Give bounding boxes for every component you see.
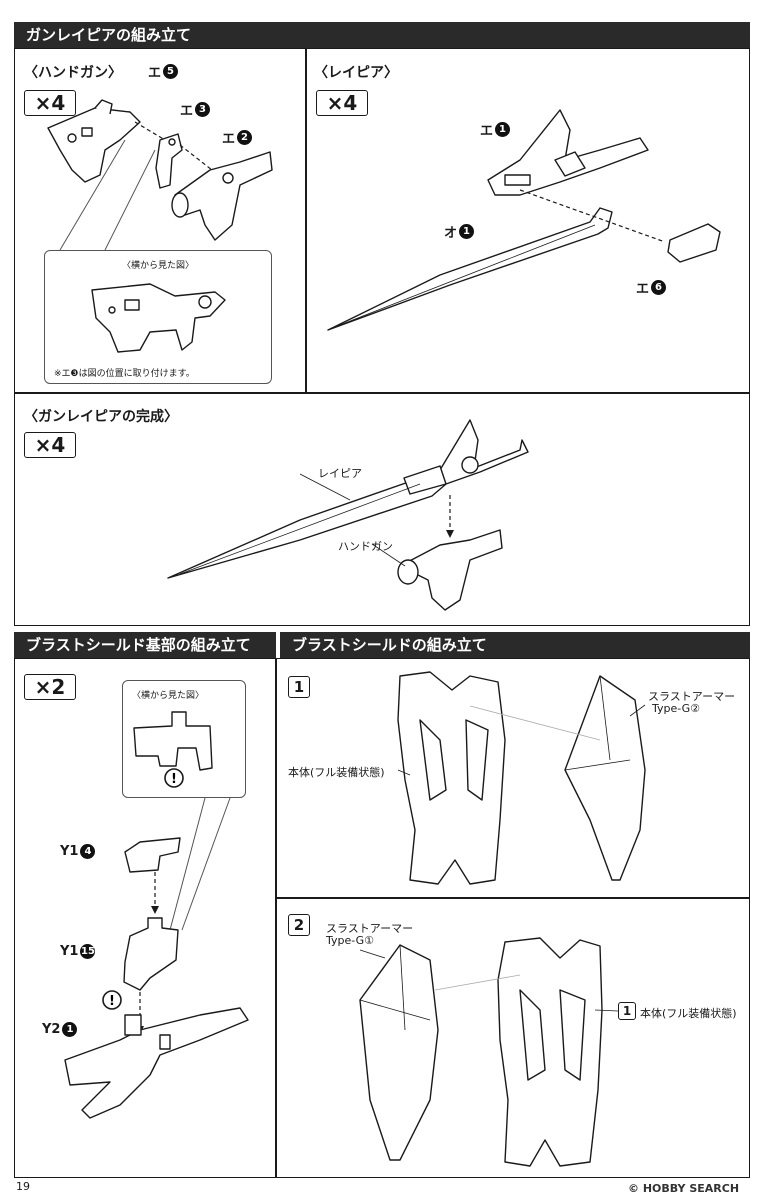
step-1-body-label: 本体(フル装備状態) [288,766,385,779]
step-1-body-shield-illustration [397,671,646,885]
shield-section-title: ブラストシールドの組み立て [280,632,750,658]
step-2-armor-label-line1: スラストアーマー [326,922,414,935]
step-1-number: 1 [288,676,310,698]
base-side-view-illustration: ! ! [64,711,249,1119]
step-2-body-label: 本体(フル装備状態) [640,1007,737,1020]
complete-label-handgun: ハンドガン [338,540,393,553]
base-section-title: ブラストシールド基部の組み立て [14,632,276,658]
svg-text:!: ! [171,772,177,787]
complete-panel [14,393,750,626]
watermark: © HOBBY SEARCH [628,1182,740,1195]
complete-title: 〈ガンレイピアの完成〉 [24,409,178,425]
step-1-armor-label-line1: スラストアーマー [648,690,736,703]
rapier-multiplier: ×4 [316,90,368,116]
base-panel [14,658,276,1178]
step-2-number: 2 [288,914,310,936]
rapier-title: 〈レイピア〉 [314,65,398,81]
step-2-shield-body-illustration [359,937,619,1167]
handgun-side-view-illustration [91,283,226,353]
complete-gun-rapier-illustration [167,419,529,611]
handgun-multiplier: ×4 [24,90,76,116]
rapier-parts-illustration [327,109,721,331]
complete-label-rapier: レイピア [318,467,362,480]
handgun-inset-note: ※エ❸は図の位置に取り付けます。 [54,369,195,379]
handgun-parts-illustration [47,99,273,251]
shield-step-2-panel [276,898,750,1178]
rapier-panel [306,48,750,393]
base-multiplier: ×2 [24,674,76,700]
svg-text:!: ! [109,994,115,1009]
base-inset-caption: 〈横から見た図〉 [132,691,205,701]
complete-multiplier: ×4 [24,432,76,458]
step-2-armor-label-line2: Type-G① [326,934,375,947]
step-2-ref-step: 1 [618,1002,636,1020]
handgun-panel [14,48,306,393]
handgun-inset-caption: 〈横から見た図〉 [122,261,195,271]
assembly-section-title: ガンレイピアの組み立て [14,22,750,48]
page-number: 19 [16,1180,30,1193]
shield-step-1-panel [276,658,750,898]
step-1-armor-label-line2: Type-G② [652,702,701,715]
handgun-title: 〈ハンドガン〉 [24,65,122,81]
